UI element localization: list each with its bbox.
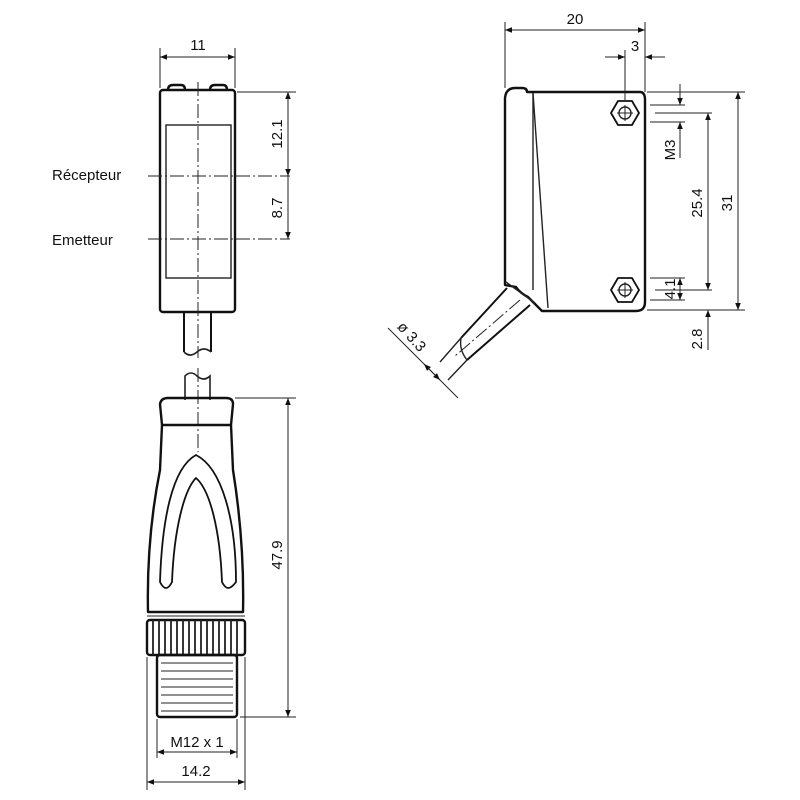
dim-cable-diameter: ø 3.3 [394, 319, 430, 356]
dim-receiver-offset: 12.1 [269, 119, 286, 148]
dim-side-width: 20 [567, 11, 584, 28]
dim-connector-length: 47.9 [269, 540, 286, 569]
dim-emitter-spacing: 8.7 [269, 198, 286, 219]
dim-thread-screw: M3 [662, 140, 679, 161]
connector-dimensions: 47.9 M12 x 1 14.2 [146, 397, 296, 790]
dim-hole-offset: 3 [631, 38, 639, 55]
dim-hole-spacing: 25.4 [689, 188, 706, 217]
dim-height: 31 [719, 195, 736, 212]
label-emitter: Emetteur [52, 232, 113, 249]
dim-front-width: 11 [190, 37, 206, 54]
label-receiver: Récepteur [52, 167, 121, 184]
front-view-sensor [148, 82, 290, 358]
m12-connector [145, 368, 247, 719]
dim-connector-thread: M12 x 1 [170, 734, 223, 751]
side-dimensions: 20 3 M3 25.4 31 4.1 2.8 ø 3.3 [387, 11, 745, 399]
side-cable [439, 287, 531, 381]
dim-hole-size: 4.1 [662, 279, 679, 300]
hex-screw-bottom [610, 277, 640, 303]
hex-screw-top [610, 100, 640, 126]
dim-bottom-offset: 2.8 [689, 329, 706, 350]
dim-connector-width: 14.2 [181, 763, 210, 780]
side-view-sensor [439, 86, 647, 381]
front-dimensions: 11 12.1 8.7 Récepteur Emetteur [52, 37, 296, 249]
